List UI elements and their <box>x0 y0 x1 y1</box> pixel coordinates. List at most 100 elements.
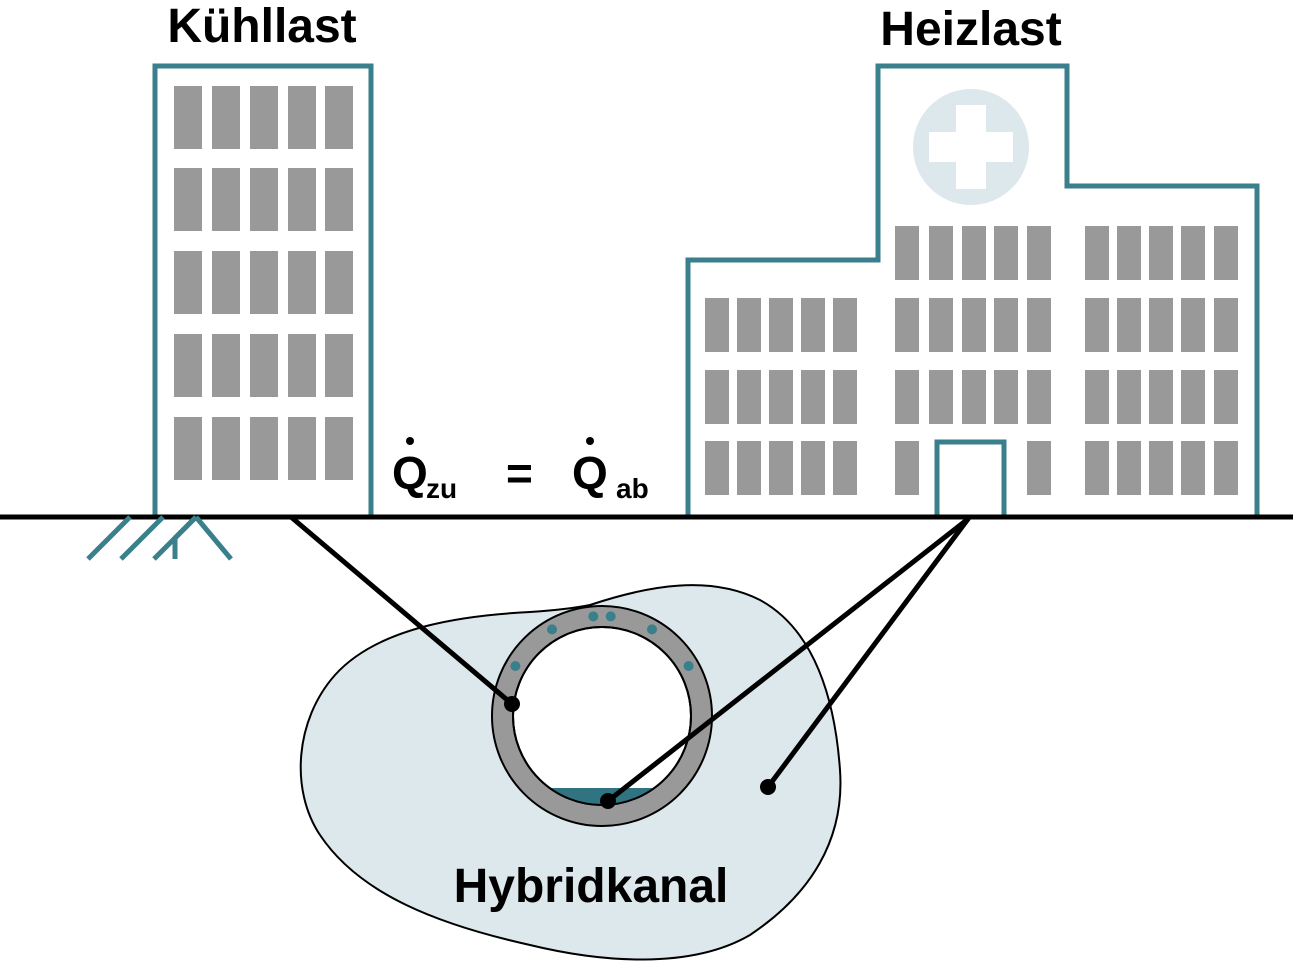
window <box>1214 370 1238 424</box>
window <box>737 298 761 352</box>
hospital-door <box>934 439 1007 517</box>
window <box>895 298 919 352</box>
window <box>895 370 919 424</box>
equals-sign: = <box>506 447 533 499</box>
tube-dot <box>683 661 694 671</box>
window <box>1149 226 1173 280</box>
window <box>705 441 729 495</box>
window <box>801 441 825 495</box>
window <box>895 441 919 495</box>
window <box>895 226 919 280</box>
hospital-windows <box>705 226 1238 495</box>
window <box>737 441 761 495</box>
window <box>929 226 953 280</box>
hospital-building-icon <box>685 63 1260 517</box>
window <box>288 251 316 314</box>
medical-cross-icon <box>913 89 1029 205</box>
window <box>1149 441 1173 495</box>
window <box>250 417 278 480</box>
window <box>325 168 353 231</box>
window <box>325 334 353 397</box>
window <box>174 86 202 149</box>
window <box>769 370 793 424</box>
window <box>212 417 240 480</box>
window <box>1214 298 1238 352</box>
heat-out-dot <box>586 437 594 445</box>
window <box>1181 298 1205 352</box>
window <box>174 168 202 231</box>
heat-out-symbol: Q <box>572 447 608 499</box>
hybrid-channel-label: Hybridkanal <box>454 860 729 913</box>
heat-out-subscript: ab <box>616 473 649 504</box>
window <box>705 298 729 352</box>
window <box>1149 298 1173 352</box>
window <box>250 168 278 231</box>
tube-dot <box>647 624 657 635</box>
heat-balance-equation: Q zu = Q ab <box>392 437 649 504</box>
window <box>1027 441 1051 495</box>
window <box>1085 226 1109 280</box>
window <box>1214 441 1238 495</box>
window <box>769 441 793 495</box>
window <box>1117 226 1141 280</box>
window <box>174 251 202 314</box>
window <box>1149 370 1173 424</box>
window <box>212 334 240 397</box>
office-windows <box>174 86 353 480</box>
window <box>994 298 1018 352</box>
tube-dot <box>547 624 557 635</box>
heat-in-symbol: Q <box>392 447 428 499</box>
window <box>1085 298 1109 352</box>
window <box>833 441 857 495</box>
window <box>174 334 202 397</box>
window <box>250 86 278 149</box>
window <box>1181 226 1205 280</box>
window <box>1117 370 1141 424</box>
window <box>1181 370 1205 424</box>
heat-in-subscript: zu <box>426 473 457 504</box>
window <box>833 370 857 424</box>
window <box>288 417 316 480</box>
window <box>929 370 953 424</box>
window <box>212 251 240 314</box>
window <box>1027 370 1051 424</box>
window <box>288 334 316 397</box>
window <box>250 251 278 314</box>
window <box>212 168 240 231</box>
window <box>1027 298 1051 352</box>
cooling-load-label: Kühllast <box>167 0 356 53</box>
window <box>288 86 316 149</box>
heat-exchanger-tubes <box>510 611 694 671</box>
tube-dot <box>605 611 616 622</box>
window <box>1117 441 1141 495</box>
window <box>962 370 986 424</box>
window <box>325 251 353 314</box>
foundation-pile-icon <box>86 515 233 561</box>
window <box>994 226 1018 280</box>
window <box>325 86 353 149</box>
window <box>962 226 986 280</box>
window <box>1117 298 1141 352</box>
window <box>769 298 793 352</box>
window <box>212 86 240 149</box>
window <box>250 334 278 397</box>
window <box>1085 441 1109 495</box>
office-building-icon <box>152 63 374 520</box>
window <box>288 168 316 231</box>
window <box>705 370 729 424</box>
window <box>737 370 761 424</box>
window <box>1027 226 1051 280</box>
connector-endpoints <box>504 696 776 809</box>
window <box>1214 226 1238 280</box>
hospital-outline <box>685 63 1260 517</box>
heating-load-label: Heizlast <box>880 3 1061 56</box>
window <box>833 298 857 352</box>
window <box>174 417 202 480</box>
window <box>325 417 353 480</box>
tube-dot <box>588 611 599 622</box>
window <box>801 298 825 352</box>
window <box>1085 370 1109 424</box>
window <box>994 370 1018 424</box>
window <box>962 298 986 352</box>
